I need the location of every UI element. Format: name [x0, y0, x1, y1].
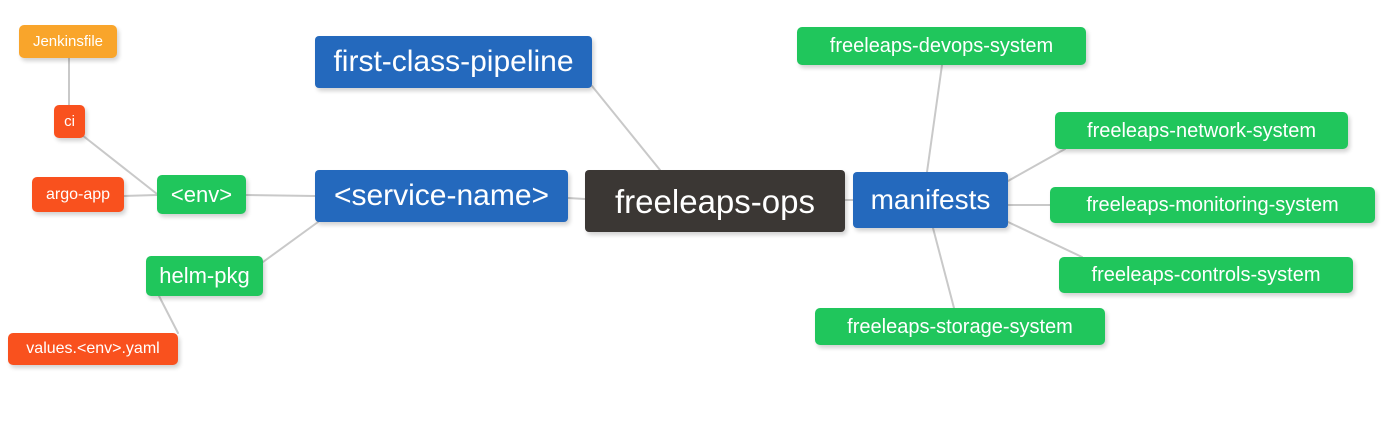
edge-helm-pkg-to-values-yaml	[158, 295, 179, 334]
edge-manifests-to-freeleaps-controls-system	[1007, 221, 1083, 258]
edge-service-name-to-helm-pkg	[262, 221, 319, 263]
node-argo-app[interactable]: argo-app	[32, 177, 124, 212]
edge-first-class-pipeline-to-freeleaps-ops	[591, 85, 661, 171]
node-service-name[interactable]: <service-name>	[315, 170, 568, 222]
node-freeleaps-monitoring-system[interactable]: freeleaps-monitoring-system	[1050, 187, 1375, 223]
node-freeleaps-storage-system[interactable]: freeleaps-storage-system	[815, 308, 1105, 345]
node-jenkinsfile[interactable]: Jenkinsfile	[19, 25, 117, 58]
node-ci[interactable]: ci	[54, 105, 85, 138]
node-freeleaps-network-system[interactable]: freeleaps-network-system	[1055, 112, 1348, 149]
node-helm-pkg[interactable]: helm-pkg	[146, 256, 263, 296]
node-env[interactable]: <env>	[157, 175, 246, 214]
node-first-class-pipeline[interactable]: first-class-pipeline	[315, 36, 592, 88]
node-manifests[interactable]: manifests	[853, 172, 1008, 228]
edge-manifests-to-freeleaps-devops-system	[926, 64, 943, 173]
edge-manifests-to-freeleaps-storage-system	[932, 227, 955, 309]
node-freeleaps-devops-system[interactable]: freeleaps-devops-system	[797, 27, 1086, 65]
node-freeleaps-ops[interactable]: freeleaps-ops	[585, 170, 845, 232]
node-freeleaps-controls-system[interactable]: freeleaps-controls-system	[1059, 257, 1353, 293]
edge-argo-app-to-env	[123, 194, 158, 197]
edge-env-to-service-name	[245, 194, 316, 197]
node-values-yaml[interactable]: values.<env>.yaml	[8, 333, 178, 365]
edge-manifests-to-freeleaps-network-system	[1007, 148, 1066, 182]
edge-service-name-to-freeleaps-ops	[567, 197, 586, 200]
